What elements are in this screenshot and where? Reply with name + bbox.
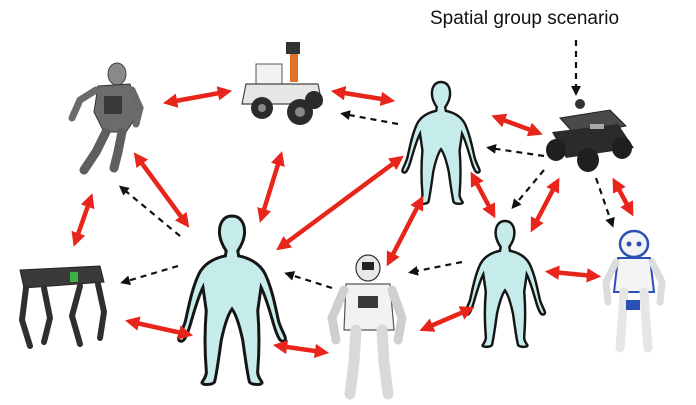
humanoid-robot-white-figure (332, 255, 402, 394)
interaction-arrow (282, 160, 398, 246)
interaction-arrow (426, 310, 468, 328)
interaction-arrow (280, 346, 322, 352)
interaction-arrow (552, 272, 594, 276)
interaction-arrow (138, 158, 185, 222)
perception-arrow (412, 262, 462, 272)
humanoid-robot-gray-figure (72, 63, 140, 170)
wheeled-robot-figure (242, 42, 323, 125)
interaction-arrow (498, 118, 536, 132)
interaction-arrow (616, 184, 630, 210)
nao-robot-figure (606, 231, 662, 348)
perception-arrow (490, 148, 544, 156)
human-center-large-figure (179, 216, 286, 384)
tracked-robot-figure (546, 99, 634, 172)
perception-arrow (596, 178, 612, 224)
interaction-arrow (76, 200, 90, 240)
perception-arrow (288, 274, 332, 288)
perception-arrow (122, 188, 180, 236)
perception-arrow (344, 114, 398, 124)
interaction-arrow (390, 202, 420, 260)
interaction-arrow (132, 322, 186, 334)
human-right-figure (465, 221, 545, 347)
interaction-arrow (170, 92, 225, 102)
human-top-figure (402, 82, 479, 204)
interaction-arrow (474, 178, 492, 212)
interaction-arrow (262, 158, 280, 216)
interaction-arrow (338, 92, 388, 100)
perception-arrow (124, 266, 178, 282)
quadruped-robot-figure (20, 266, 104, 346)
perception-arrow (514, 170, 544, 206)
interaction-arrow (534, 184, 556, 226)
